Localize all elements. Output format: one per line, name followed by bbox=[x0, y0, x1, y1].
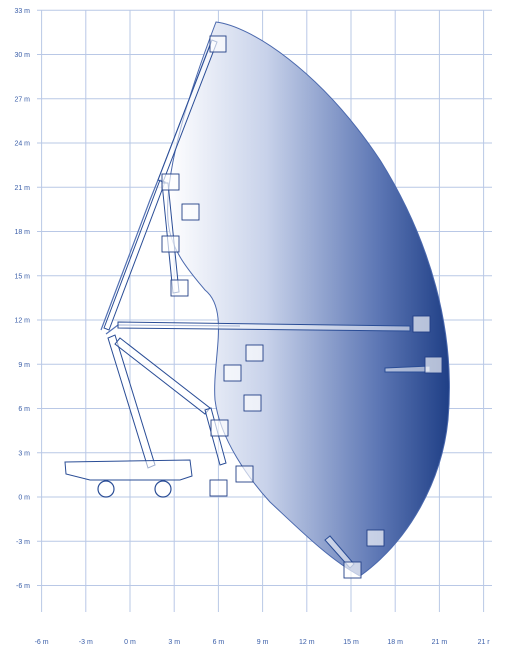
y-axis-labels: 33 m 30 m 27 m 24 m 21 m 18 m 15 m 12 m 9 m 6 m 3 … bbox=[14, 8, 30, 590]
y-tick-label: 24 m bbox=[14, 141, 30, 148]
basket-right-b bbox=[424, 356, 443, 374]
y-tick-label: 18 m bbox=[14, 229, 30, 236]
y-tick-label: 33 m bbox=[14, 8, 30, 15]
y-tick-label: -3 m bbox=[16, 539, 30, 546]
lift-machine bbox=[64, 35, 443, 579]
jib-mid bbox=[204, 407, 227, 466]
basket-upper-d bbox=[170, 279, 189, 297]
x-tick-label: 12 m bbox=[299, 639, 315, 646]
basket-mid-b bbox=[223, 364, 242, 382]
y-tick-label: 9 m bbox=[18, 362, 30, 369]
basket-bottom-b bbox=[343, 561, 362, 579]
basket-mid-d bbox=[210, 419, 229, 437]
x-tick-label: 3 m bbox=[168, 639, 180, 646]
basket-right-a bbox=[412, 315, 431, 333]
boom-horizontal bbox=[117, 321, 411, 332]
basket-mid-c bbox=[243, 394, 262, 412]
basket-low-b bbox=[209, 479, 228, 497]
y-tick-label: 0 m bbox=[18, 495, 30, 502]
y-tick-label: 30 m bbox=[14, 52, 30, 59]
basket-mid-a bbox=[245, 344, 264, 362]
y-tick-label: 27 m bbox=[14, 96, 30, 103]
wheel-rear bbox=[154, 480, 172, 498]
y-tick-label: 15 m bbox=[14, 273, 30, 280]
basket-upper-b bbox=[181, 203, 200, 221]
x-tick-label: 0 m bbox=[124, 639, 136, 646]
y-tick-label: -6 m bbox=[16, 583, 30, 590]
x-tick-label: 6 m bbox=[213, 639, 225, 646]
x-axis-labels: -6 m -3 m 0 m 3 m 6 m 9 m 12 m 15 m 18 m 21 m 21 r bbox=[35, 639, 491, 646]
y-tick-label: 3 m bbox=[18, 450, 30, 457]
x-tick-label: -3 m bbox=[79, 639, 93, 646]
basket-upper-c bbox=[161, 235, 180, 253]
x-tick-label: 21 m bbox=[432, 639, 448, 646]
x-tick-label: 21 r bbox=[478, 639, 491, 646]
y-tick-label: 12 m bbox=[14, 318, 30, 325]
basket-top bbox=[209, 35, 227, 53]
basket-low-a bbox=[235, 465, 254, 483]
boom-mid bbox=[114, 337, 211, 415]
basket-bottom-a bbox=[366, 529, 385, 547]
chassis bbox=[64, 459, 193, 481]
x-tick-label: 18 m bbox=[387, 639, 403, 646]
x-tick-label: -6 m bbox=[35, 639, 49, 646]
boom-upper bbox=[103, 179, 166, 331]
x-tick-label: 15 m bbox=[343, 639, 359, 646]
x-tick-label: 9 m bbox=[257, 639, 269, 646]
basket-upper-a bbox=[161, 173, 180, 191]
y-tick-label: 21 m bbox=[14, 185, 30, 192]
wheel-front bbox=[97, 480, 115, 498]
y-tick-label: 6 m bbox=[18, 406, 30, 413]
